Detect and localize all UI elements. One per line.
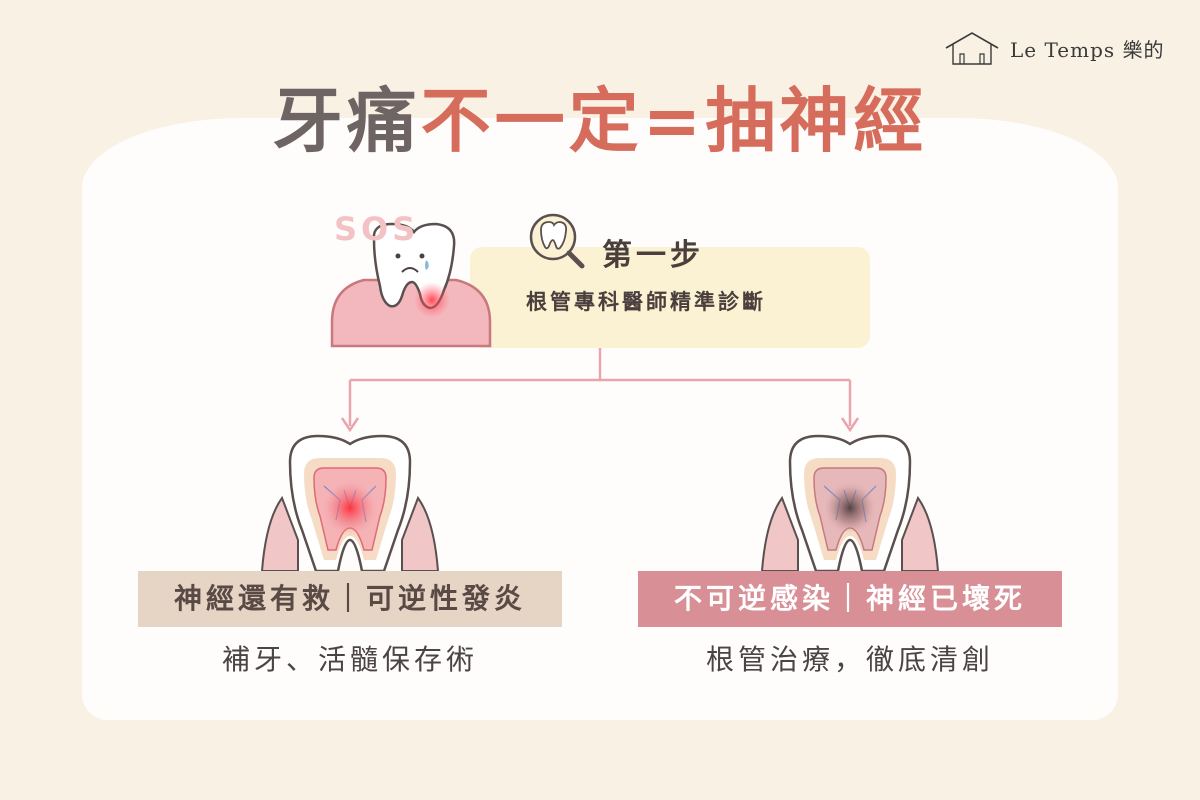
title-part-2: 不一定=抽神經 xyxy=(420,80,928,162)
irreversible-label: 不可逆感染｜神經已壞死 xyxy=(638,571,1062,627)
sos-text: SOS xyxy=(334,210,420,248)
branch-connector xyxy=(340,348,860,433)
step-title: 第一步 xyxy=(602,238,704,273)
title-part-1: 牙痛 xyxy=(272,80,421,162)
brand-name: Le Temps 樂的 xyxy=(1010,37,1165,62)
irreversible-description: 根管治療，徹底清創 xyxy=(705,643,994,676)
tooth-necrotic-illustration xyxy=(760,434,940,573)
magnifier-tooth-icon xyxy=(529,213,585,269)
step-box xyxy=(470,247,870,348)
reversible-label: 神經還有救｜可逆性發炎 xyxy=(138,571,562,627)
sad-tooth-icon xyxy=(372,222,456,318)
reversible-description: 補牙、活髓保存術 xyxy=(221,643,478,676)
page-title: 牙痛不一定=抽神經 xyxy=(0,76,1200,166)
house-icon xyxy=(945,32,999,65)
tooth-inflamed-illustration xyxy=(260,434,440,573)
brand-logo: Le Temps 樂的 xyxy=(944,30,1165,66)
step-subtitle: 根管專科醫師精準診斷 xyxy=(526,290,766,314)
arrow-left-head xyxy=(340,417,360,433)
sos-gum-illustration xyxy=(330,278,492,348)
arrow-right-head xyxy=(840,417,860,433)
